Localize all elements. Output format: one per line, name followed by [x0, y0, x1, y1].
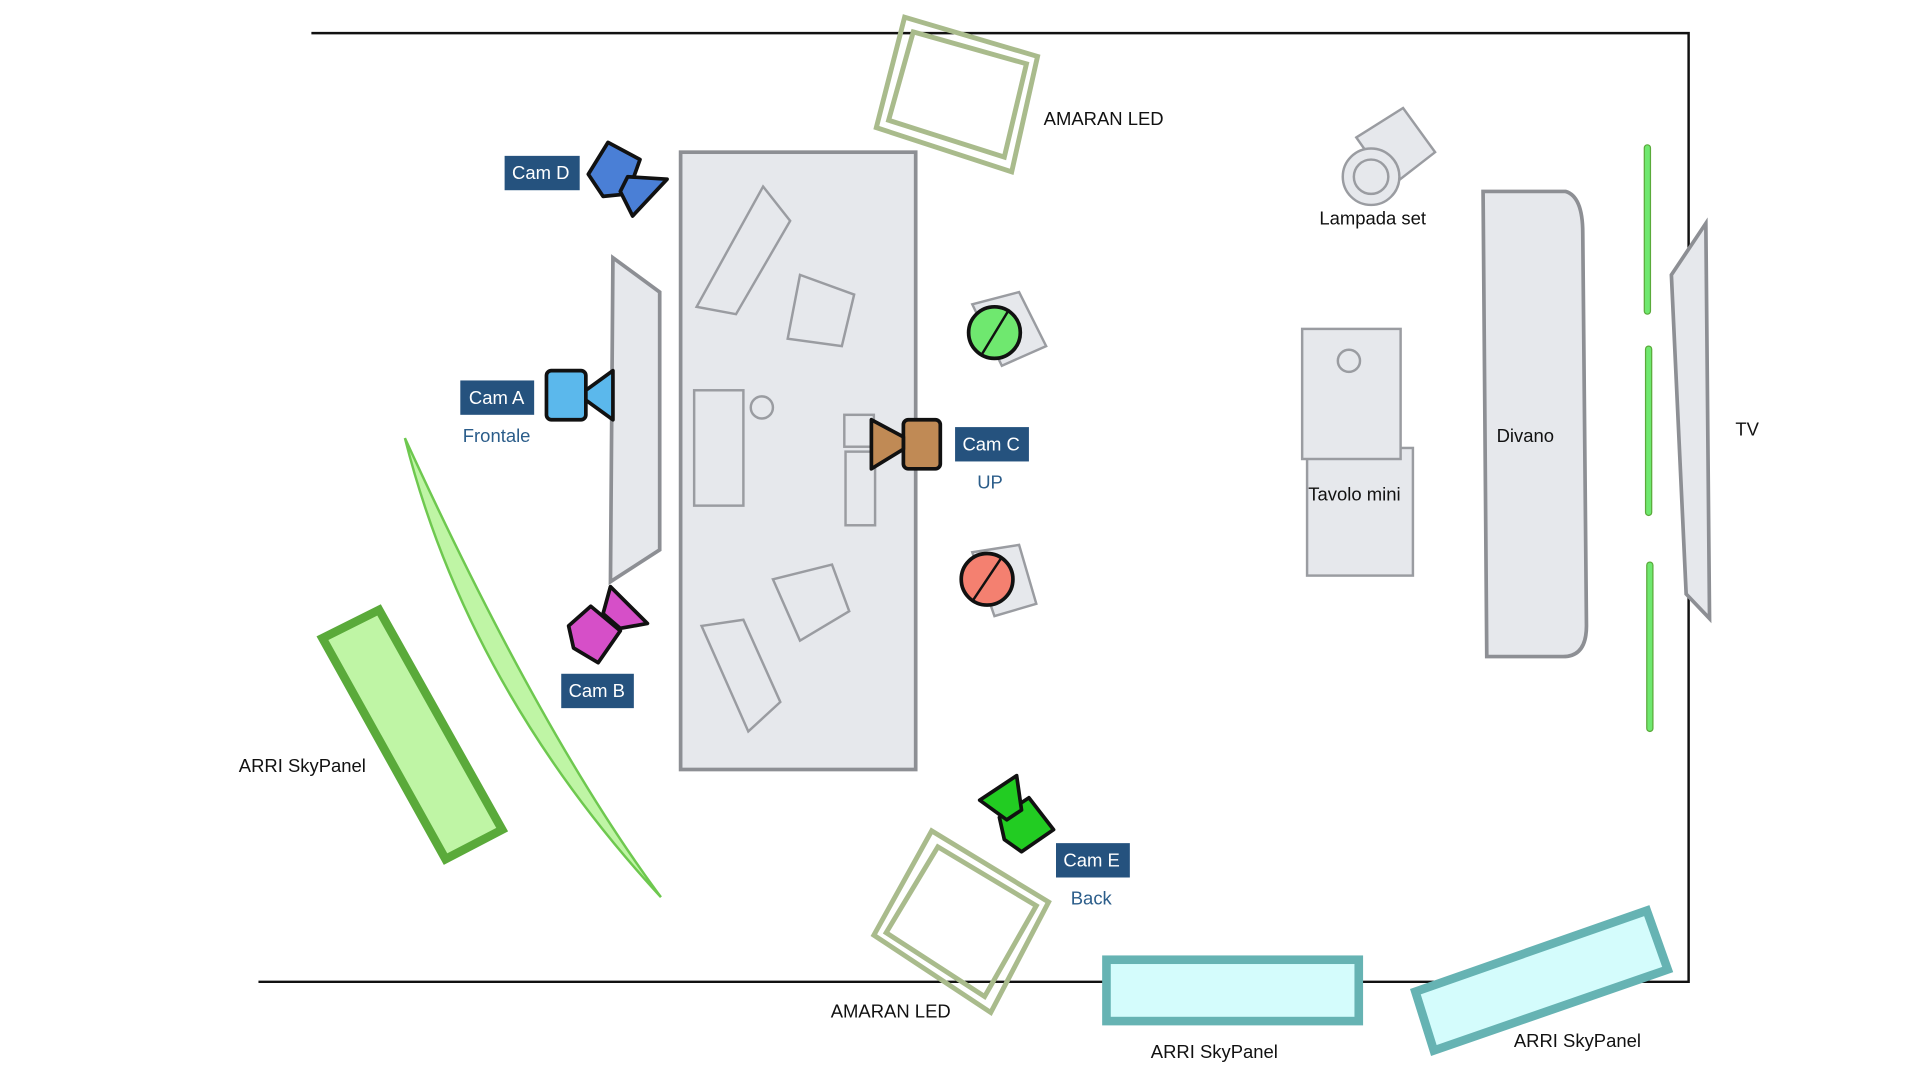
arri-skypanel-left — [316, 604, 509, 865]
cam-d-label: Cam D — [504, 155, 580, 191]
divano-label: Divano — [1497, 425, 1554, 446]
amaran-led-top — [873, 14, 1041, 175]
amaran-led-bottom-label: AMARAN LED — [831, 1000, 951, 1021]
cam-c-sub: UP — [977, 471, 1003, 492]
divano — [1481, 189, 1589, 659]
svg-text:Cam C: Cam C — [962, 433, 1019, 454]
arri-skypanel-left-label: ARRI SkyPanel — [239, 755, 366, 776]
cam-d — [586, 140, 669, 218]
arri-skypanel-bottom-mid — [1102, 955, 1364, 1026]
svg-text:Cam B: Cam B — [569, 680, 625, 701]
tavolo-mini — [1305, 446, 1415, 577]
tv-label: TV — [1735, 419, 1759, 440]
cam-c-label: Cam C — [955, 427, 1029, 462]
cam-e — [977, 773, 1056, 854]
amaran-led-bottom — [870, 827, 1052, 1017]
cam-c — [869, 417, 943, 471]
monitor — [694, 184, 792, 316]
lampada-set — [1341, 106, 1437, 207]
tv — [1669, 217, 1712, 624]
amaran-led-top-label: AMARAN LED — [1044, 108, 1164, 129]
cam-a — [544, 368, 615, 422]
arri-skypanel-bottom-mid-label: ARRI SkyPanel — [1151, 1041, 1278, 1062]
monitor — [699, 618, 782, 734]
svg-text:Cam E: Cam E — [1063, 849, 1119, 870]
svg-text:Cam A: Cam A — [469, 387, 525, 408]
arri-skypanel-bottom-right — [1410, 905, 1674, 1057]
light-red — [959, 543, 1038, 618]
screen — [608, 254, 662, 586]
led-strips — [1643, 144, 1654, 733]
diffusion-panel — [403, 437, 662, 898]
cam-e-label: Cam E — [1056, 843, 1130, 878]
laptop — [786, 273, 856, 348]
tavolo-mini-top — [1300, 327, 1402, 461]
laptop — [771, 563, 851, 643]
mouse — [843, 413, 876, 448]
cam-b — [566, 584, 650, 665]
light-green — [966, 290, 1048, 368]
tavolo-mini-cup — [1336, 348, 1362, 374]
cam-a-sub: Frontale — [463, 425, 531, 446]
tavolo-mini-label: Tavolo mini — [1308, 484, 1400, 505]
cam-a-label: Cam A — [460, 380, 535, 415]
cam-e-sub: Back — [1071, 888, 1113, 909]
svg-text:Cam D: Cam D — [512, 162, 569, 183]
cup — [749, 395, 775, 420]
arri-skypanel-bottom-right-label: ARRI SkyPanel — [1514, 1030, 1641, 1051]
notepad — [692, 389, 745, 507]
lampada-set-label: Lampada set — [1319, 208, 1426, 229]
cam-b-label: Cam B — [561, 673, 634, 709]
